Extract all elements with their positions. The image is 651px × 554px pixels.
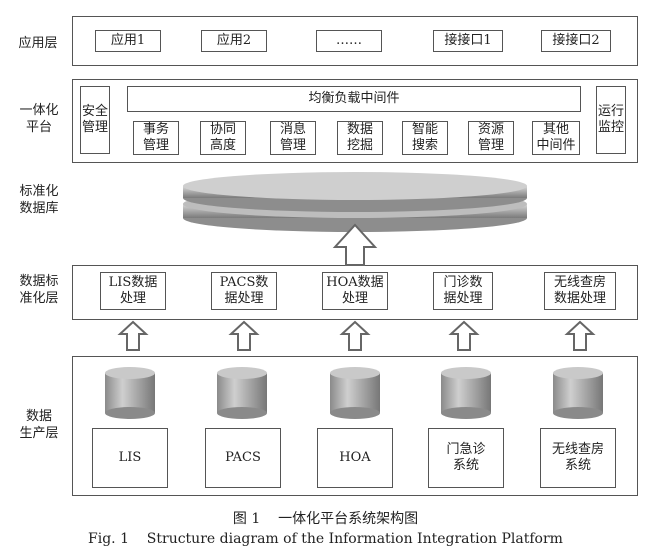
- module-collaboration: 协同 高度: [200, 121, 246, 155]
- security-management: 安全 管理: [80, 86, 110, 154]
- load-balancing-middleware: 均衡负载中间件: [127, 86, 581, 112]
- ward-round-system: 无线查房 系统: [540, 428, 616, 488]
- pacs-processing: PACS数 据处理: [211, 272, 277, 310]
- ward-round-processing: 无线查房 数据处理: [544, 272, 616, 310]
- module-transaction: 事务 管理: [133, 121, 179, 155]
- app-item-1: 应用1: [95, 30, 161, 52]
- module-data-mining: 数据 挖掘: [337, 121, 383, 155]
- outpatient-processing: 门诊数 据处理: [433, 272, 493, 310]
- app-item-2: 应用2: [201, 30, 267, 52]
- interface-2: 接接口2: [541, 30, 611, 52]
- arrow-up-icons: [117, 320, 596, 351]
- lis-system: LIS: [92, 428, 168, 488]
- pacs-system: PACS: [205, 428, 281, 488]
- database-layer-label: 标准化 数据库: [19, 184, 59, 216]
- module-smart-search: 智能 搜索: [402, 121, 448, 155]
- interface-1: 接接口1: [433, 30, 503, 52]
- operation-monitoring: 运行 监控: [596, 86, 626, 154]
- arrow-up-to-database-icon: [332, 223, 378, 266]
- app-item-ellipsis: ……: [316, 30, 382, 52]
- production-layer-label: 数据 生产层: [19, 409, 59, 441]
- hoa-system: HOA: [317, 428, 393, 488]
- emergency-system: 门急诊 系统: [428, 428, 504, 488]
- application-layer-label: 应用层: [18, 36, 58, 51]
- platform-layer-label: 一体化 平台: [19, 103, 59, 135]
- standard-database-icon: [183, 172, 527, 232]
- hoa-processing: HOA数据 处理: [322, 272, 388, 310]
- lis-processing: LIS数据 处理: [100, 272, 166, 310]
- figure-caption-cn: 图 1 一体化平台系统架构图: [232, 511, 419, 527]
- figure-caption-en: Fig. 1 Structure diagram of the Informat…: [88, 531, 563, 547]
- module-resource: 资源 管理: [468, 121, 514, 155]
- module-message: 消息 管理: [270, 121, 316, 155]
- module-other-middleware: 其他 中间件: [532, 121, 580, 155]
- database-cylinder-icons: [105, 367, 603, 419]
- standardization-layer-label: 数据标 准化层: [19, 274, 59, 306]
